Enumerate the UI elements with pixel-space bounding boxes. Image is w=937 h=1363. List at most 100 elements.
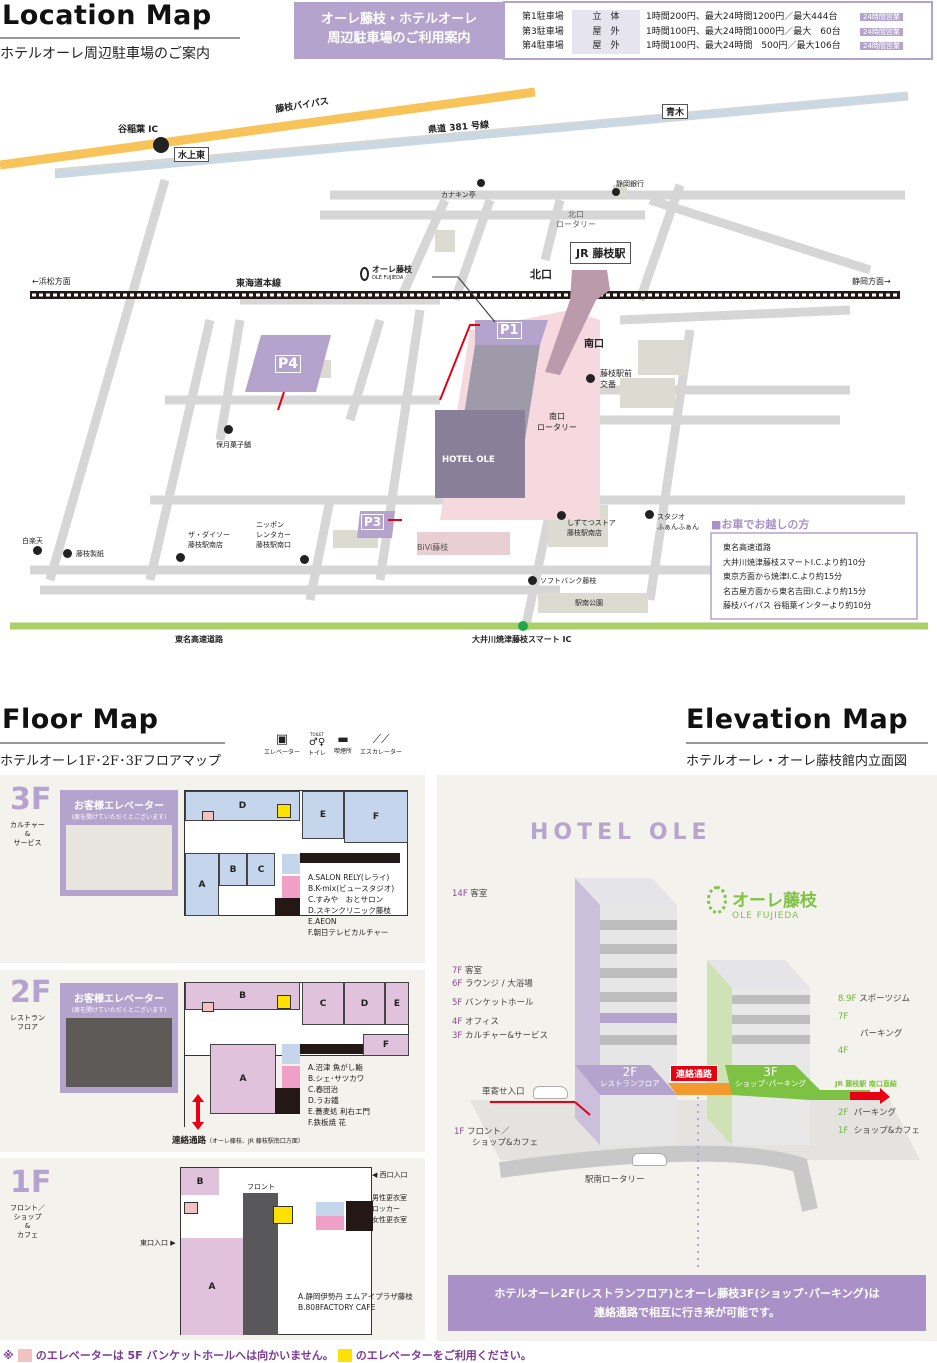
east-entrance-label[interactable]: 東口入口 ▶ (140, 1239, 176, 1247)
label-line: ザ・ダイソー (188, 531, 230, 539)
label-line: 藤枝駅南店 (188, 541, 223, 549)
bivi-label: BiVi藤枝 (417, 543, 449, 552)
daiso-marker (176, 553, 185, 562)
shop-block-a[interactable]: A (210, 1044, 276, 1114)
ole-logo-text: オーレ藤枝 (732, 891, 817, 911)
label-line: ロータリー (556, 220, 596, 229)
card-title: お客様エレベーター (74, 801, 164, 812)
mens-toilet-icon (282, 1044, 300, 1064)
desc-line: カフェ (17, 1231, 38, 1239)
ole-ring-icon (707, 886, 727, 914)
shop-block-a[interactable]: A (181, 1238, 243, 1335)
floor-label: スポーツジム (859, 994, 910, 1004)
desc-line: ショップ (13, 1213, 42, 1221)
shizuginko-marker (612, 188, 620, 196)
elevator-photo-card: お客様エレベーター(扉を開けていただくとございます) (60, 790, 178, 896)
parking-badge: 24時間営業 (860, 13, 903, 21)
shop-item: F.鉄板焼 花 (308, 1118, 346, 1127)
elevator-icon (277, 995, 291, 1009)
studio-label: スタジオふぁんふぁん (657, 512, 699, 532)
room-label: 男性更衣室 (372, 1194, 407, 1202)
escalator-icon: ⟋⟋ (372, 732, 390, 746)
p4-marker: P4 (275, 355, 302, 373)
parking-name: 第4駐車場 (522, 41, 564, 51)
label-line: 藤枝駅前 (600, 369, 632, 378)
elevator-photo-card: お客様エレベーター(扉を開けていただくとございます) (60, 983, 178, 1093)
koban-marker (586, 374, 595, 383)
locker-labels: 男性更衣室ロッカー女性更衣室 (372, 1193, 407, 1226)
shop-block-f[interactable]: F (363, 1034, 409, 1056)
shop-item: C.春団治 (308, 1085, 339, 1094)
shop-block-d[interactable]: D (344, 982, 385, 1025)
floor-3f-panel: 3F カルチャー&サービス お客様エレベーター(扉を開けていただくとございます)… (0, 775, 425, 963)
back-area (243, 1193, 278, 1335)
legend-escalator: ⟋⟋エスカレーター (360, 732, 402, 757)
label-line: 交番 (600, 380, 616, 389)
parking-banner: オーレ藤枝・ホテルオーレ 周辺駐車場のご利用案内 (294, 10, 504, 48)
label-line: 北口 (568, 210, 584, 219)
band-label: ショップ･パーキング (735, 1079, 807, 1088)
parking-type: 屋 外 (572, 24, 640, 39)
hozuki-label: 保月菓子舗 (216, 441, 251, 449)
floor-3f-shop-list: A.SALON RELY(レライ)B.K-mix(ビュースタジオ)C.すみや お… (308, 872, 394, 938)
west-entrance-label[interactable]: ◀ 西口入口 (372, 1171, 408, 1179)
hotel-ole-logo: HOTEL OLE (530, 820, 712, 845)
floor-label: ショップ&カフェ (853, 1126, 920, 1136)
parking-name: 第1駐車場 (522, 12, 564, 22)
legend-label: 喫煙所 (334, 748, 353, 755)
shop-block-a[interactable]: A (185, 853, 219, 916)
floor-number: 2F (10, 975, 52, 1010)
floor-map-title: Floor Map (2, 704, 159, 735)
shop-item: B.K-mix(ビュースタジオ) (308, 884, 395, 893)
station-label: JR 藤枝駅 (570, 242, 632, 264)
shop-block-e[interactable]: E (385, 982, 409, 1025)
shop-block-c[interactable]: C (247, 853, 275, 886)
womens-toilet-icon (282, 876, 300, 898)
ic-marker (153, 137, 169, 153)
tokaido-label: 東海道本線 (236, 279, 282, 289)
floor-label: バンケットホール (465, 998, 534, 1008)
shop-block-e[interactable]: E (302, 791, 344, 839)
south-rotary-label: 南口ロータリー (537, 411, 577, 433)
card-title: お客様エレベーター (74, 994, 164, 1005)
floor-num: 8.9F (838, 994, 857, 1004)
south-exit-label: 南口 (584, 339, 604, 350)
ole-logo-en: OLE FUJIEDA (372, 275, 404, 281)
corridor-arrow-icon (192, 1094, 204, 1130)
hamamatsu-label: ←浜松方面 (32, 277, 71, 286)
north-rotary-label: 北口ロータリー (556, 210, 596, 230)
car-access-title: ■お車でお越しの方 (711, 518, 810, 531)
label-line: 藤枝駅南口 (256, 541, 291, 549)
legend-label: トイレ (308, 750, 327, 757)
shop-block-b[interactable]: B (219, 853, 247, 886)
floor-num: 6F (452, 979, 463, 989)
parking-badge: 24時間営業 (860, 42, 903, 50)
shop-block-f[interactable]: F (344, 791, 408, 843)
location-map-title: Location Map (2, 0, 212, 31)
car-icon (632, 1153, 667, 1166)
band-num: 2F (622, 1065, 638, 1079)
womens-toilet-icon (316, 1216, 344, 1230)
toilet-tag: TOILET (310, 732, 325, 737)
legend-smoking: ▬喫煙所 (334, 732, 352, 757)
hotel-floor-1f: 1F フロント／ショップ&カフェ (454, 1127, 538, 1149)
desc-line: サービス (13, 839, 42, 847)
elevation-banner: ホテルオーレ2F(レストランフロア)とオーレ藤枝3F(ショップ･パーキング)は連… (448, 1284, 926, 1322)
corridor-note: （オーレ藤枝、JR 藤枝駅南口方面） (206, 1138, 304, 1145)
hakurakuten-label: 白楽天 (22, 537, 43, 545)
mizukami-label: 水上東 (174, 147, 210, 162)
shop-block-c[interactable]: C (302, 982, 344, 1025)
ole-floor-89f: 8.9F スポーツジム (838, 994, 910, 1004)
floor-desc: カルチャー&サービス (10, 821, 45, 848)
label-line: レンタカー (256, 531, 291, 539)
elevator-icon (337, 1348, 352, 1362)
ole-ring-icon (360, 267, 369, 281)
north-exit-label: 北口 (530, 268, 552, 281)
hotel-floor-6f: 6F ラウンジ / 大浴場 (452, 979, 533, 989)
shop-block-b[interactable]: B (181, 1168, 219, 1195)
